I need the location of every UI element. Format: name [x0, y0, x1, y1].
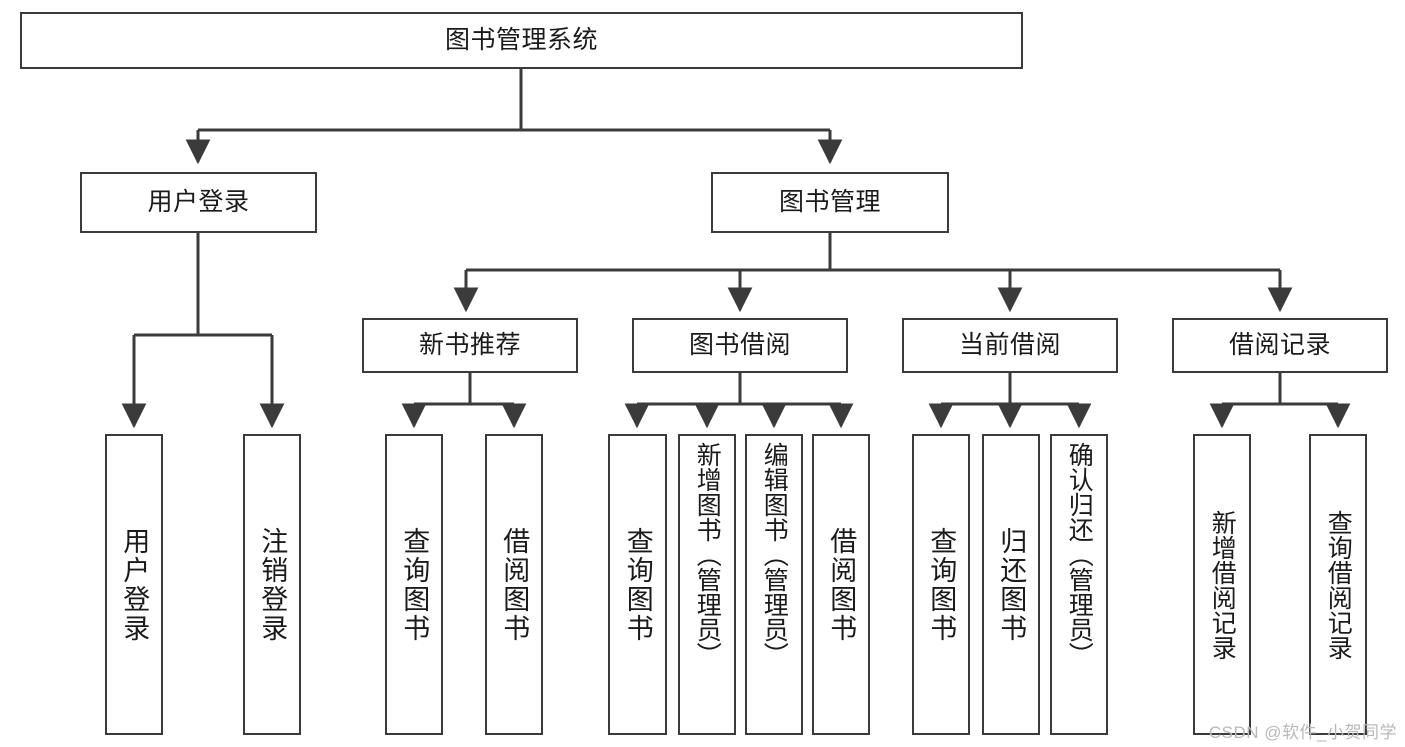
- leaf-borrow-book-recommend[interactable]: 借阅图书: [485, 434, 543, 735]
- node-label: 注销登录: [257, 526, 288, 643]
- leaf-borrow-book[interactable]: 借阅图书: [812, 434, 870, 735]
- leaf-return-book[interactable]: 归还图书: [982, 434, 1040, 735]
- node-current-borrow[interactable]: 当前借阅: [902, 318, 1118, 373]
- node-label: 新书推荐: [418, 330, 521, 359]
- leaf-add-book-admin[interactable]: 新增图书（管理员）: [678, 434, 736, 735]
- node-book-management-system[interactable]: 图书管理系统: [20, 12, 1023, 69]
- node-book-management[interactable]: 图书管理: [711, 172, 949, 233]
- node-label: 图书管理: [778, 187, 881, 216]
- leaf-query-book-recommend[interactable]: 查询图书: [385, 434, 443, 735]
- node-label: 查询图书: [926, 526, 957, 643]
- leaf-user-login[interactable]: 用户登录: [105, 434, 163, 735]
- node-label: 用户登录: [119, 526, 150, 643]
- node-label: 查询图书: [622, 526, 653, 643]
- node-label: 借阅图书: [826, 526, 857, 643]
- node-label: 当前借阅: [958, 330, 1061, 359]
- node-borrow-record[interactable]: 借阅记录: [1172, 318, 1388, 373]
- node-book-borrow[interactable]: 图书借阅: [632, 318, 848, 373]
- leaf-edit-book-admin[interactable]: 编辑图书（管理员）: [745, 434, 803, 735]
- node-label: 图书管理系统: [444, 25, 598, 54]
- node-label: 确认归还（管理员）: [1065, 442, 1094, 667]
- leaf-add-borrow-record[interactable]: 新增借阅记录: [1193, 434, 1251, 735]
- node-label: 查询借阅记录: [1324, 509, 1353, 660]
- node-label: 编辑图书（管理员）: [760, 442, 789, 667]
- node-label: 借阅记录: [1228, 330, 1331, 359]
- node-user-login[interactable]: 用户登录: [80, 172, 317, 233]
- leaf-query-borrow-record[interactable]: 查询借阅记录: [1309, 434, 1367, 735]
- node-label: 新增借阅记录: [1208, 509, 1237, 660]
- leaf-logout-login[interactable]: 注销登录: [243, 434, 301, 735]
- leaf-confirm-return-admin[interactable]: 确认归还（管理员）: [1050, 434, 1108, 735]
- leaf-query-book-current[interactable]: 查询图书: [912, 434, 970, 735]
- node-label: 查询图书: [399, 526, 430, 643]
- node-new-book-recommend[interactable]: 新书推荐: [362, 318, 578, 373]
- node-label: 新增图书（管理员）: [693, 442, 722, 667]
- node-label: 用户登录: [147, 187, 250, 216]
- node-label: 借阅图书: [499, 526, 530, 643]
- leaf-query-book-borrow[interactable]: 查询图书: [608, 434, 667, 735]
- node-label: 归还图书: [996, 526, 1027, 643]
- node-label: 图书借阅: [688, 330, 791, 359]
- csdn-watermark: CSDN @软件_小贺同学: [1208, 723, 1397, 742]
